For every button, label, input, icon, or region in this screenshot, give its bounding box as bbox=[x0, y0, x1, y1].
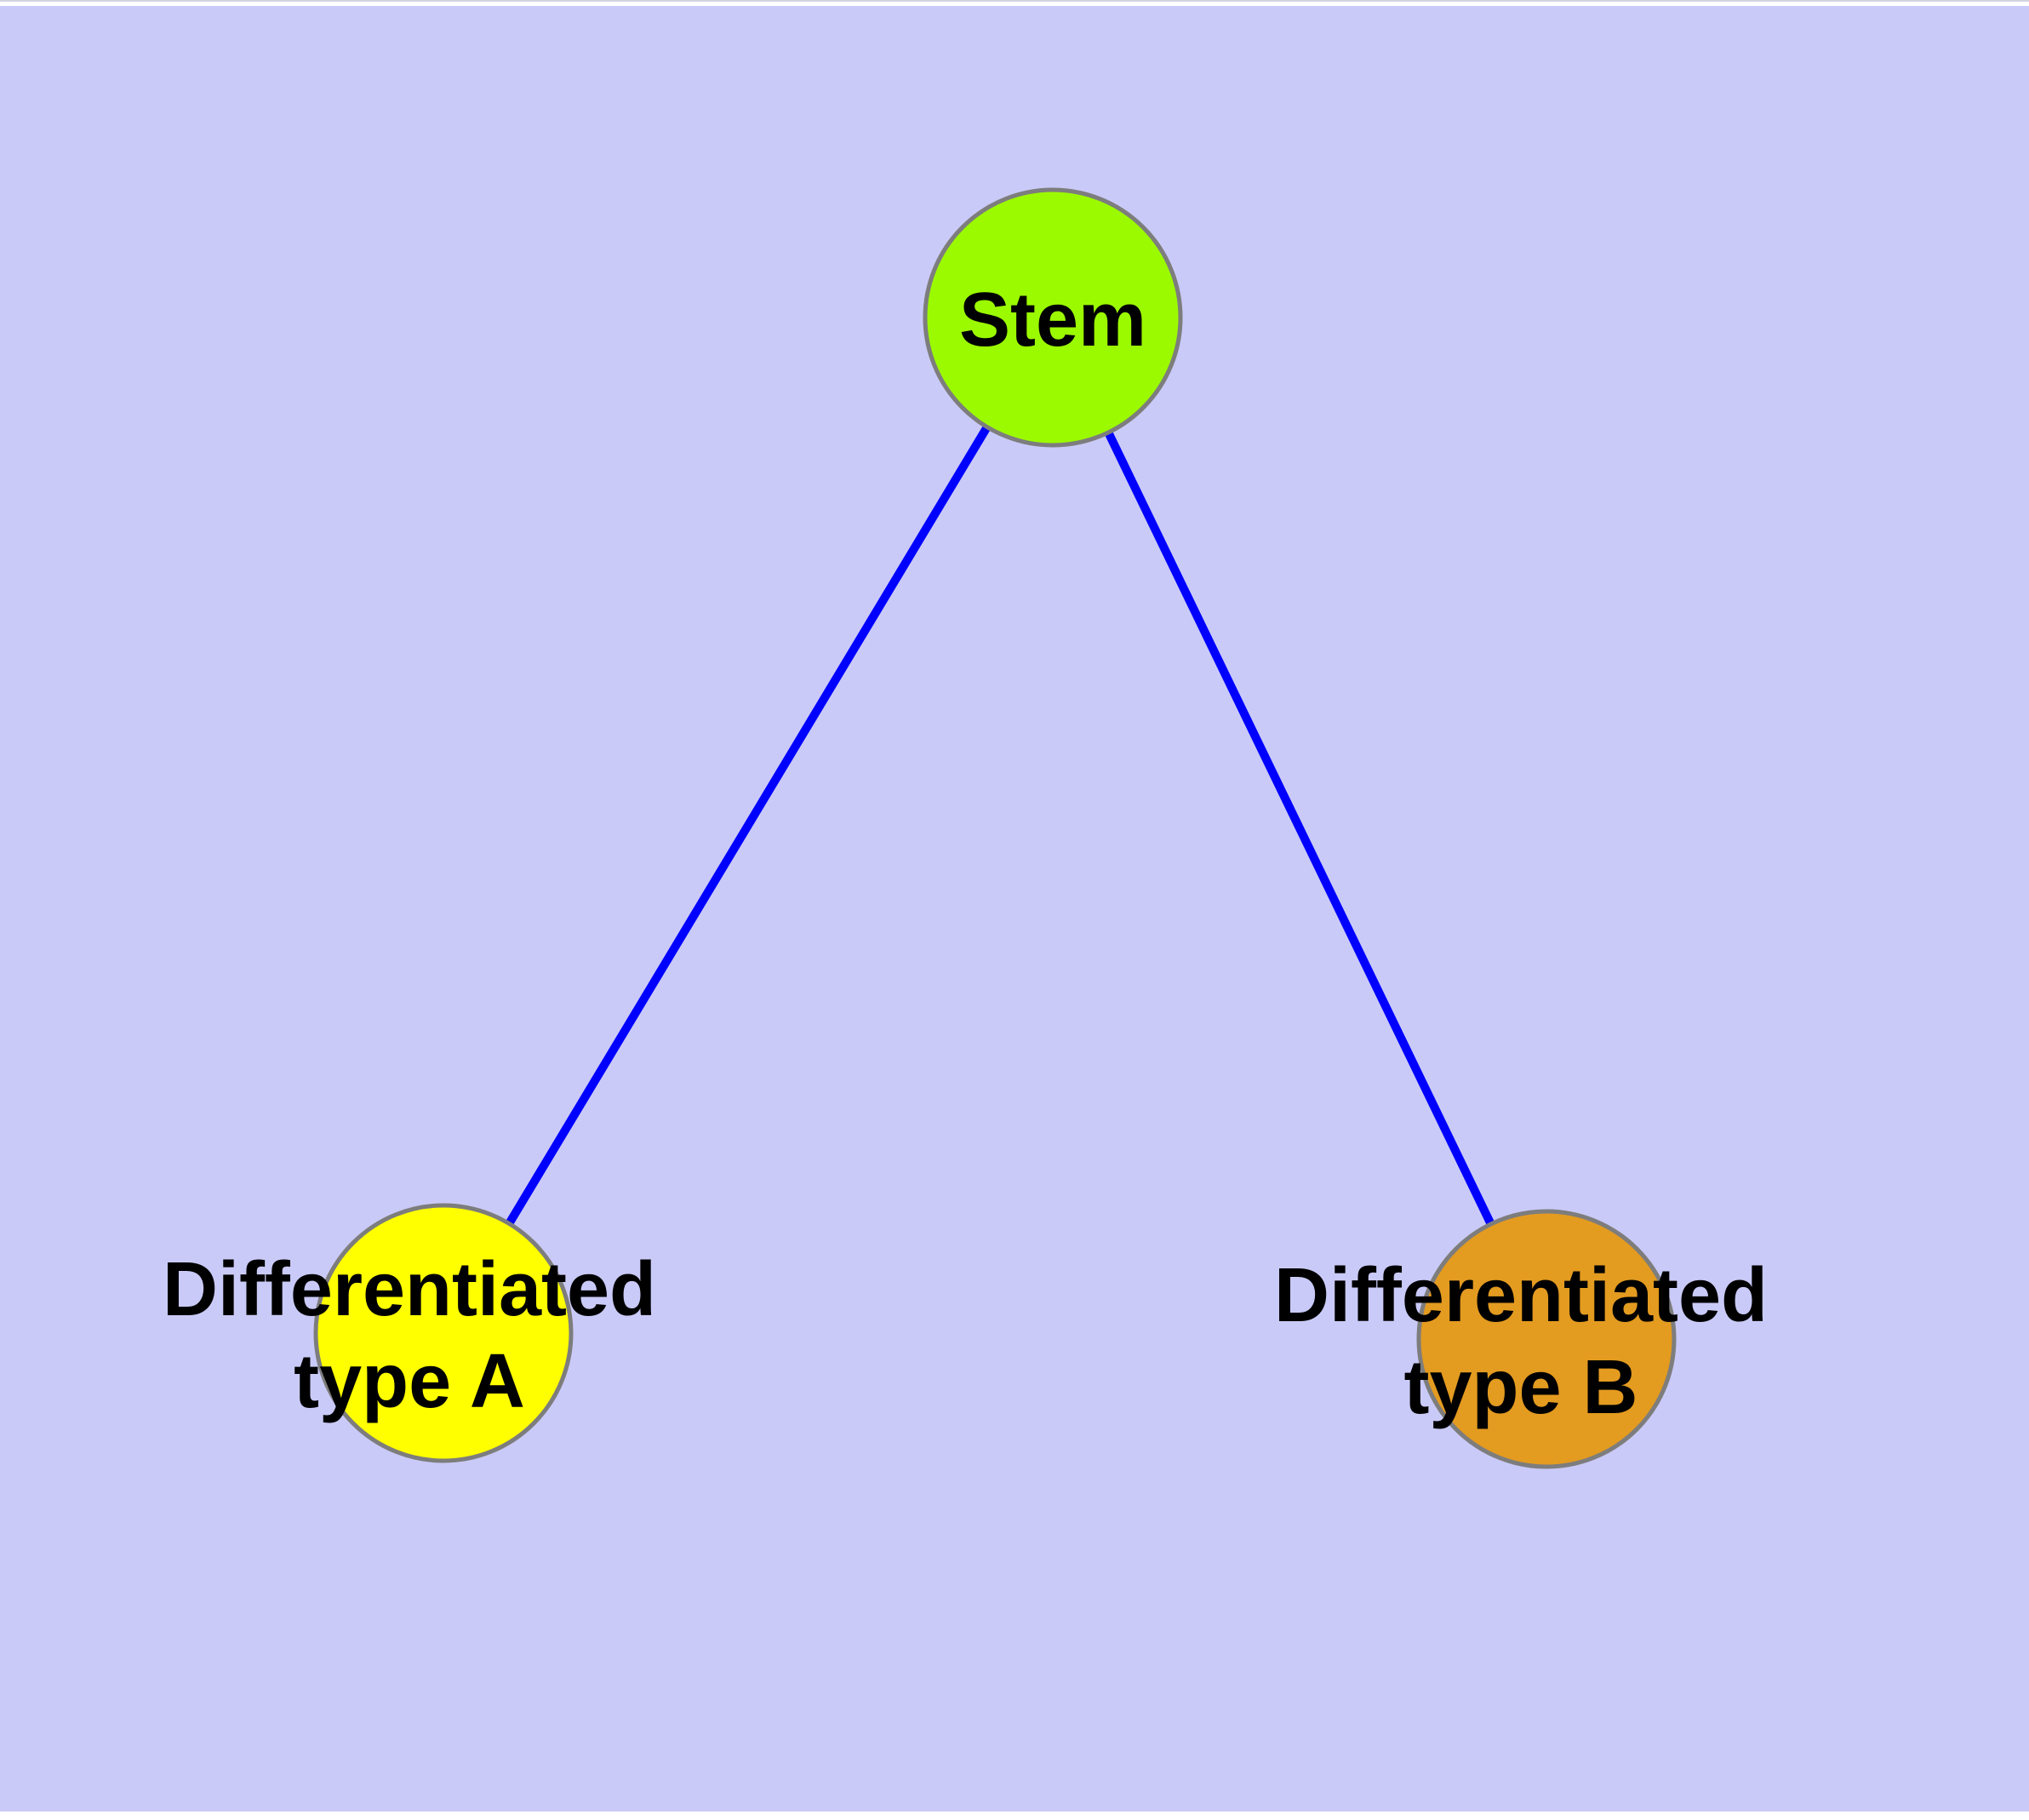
node-differentiated-type-b bbox=[1416, 1209, 1677, 1469]
window-top-edge bbox=[0, 0, 2029, 2]
node-label-differentiated-type-b-line-1: Differentiated bbox=[1274, 1253, 1768, 1338]
nodes-layer bbox=[313, 187, 1677, 1469]
edge-stem-to-differentiated-type-a bbox=[439, 315, 1057, 1336]
node-label-differentiated-type-a-line-1: Differentiated bbox=[163, 1247, 656, 1332]
edges-layer bbox=[439, 315, 1551, 1342]
window-top-margin bbox=[0, 2, 2029, 6]
node-differentiated-type-a bbox=[313, 1203, 574, 1463]
node-label-differentiated-type-a-line-2: type A bbox=[294, 1339, 525, 1424]
node-label-differentiated-type-b-line-2: type B bbox=[1403, 1345, 1637, 1430]
edge-stem-to-differentiated-type-b bbox=[1049, 315, 1551, 1342]
window-bottom-margin bbox=[0, 1811, 2029, 1820]
node-stem bbox=[923, 187, 1183, 448]
node-label-stem-line-1: Stem bbox=[959, 278, 1146, 363]
